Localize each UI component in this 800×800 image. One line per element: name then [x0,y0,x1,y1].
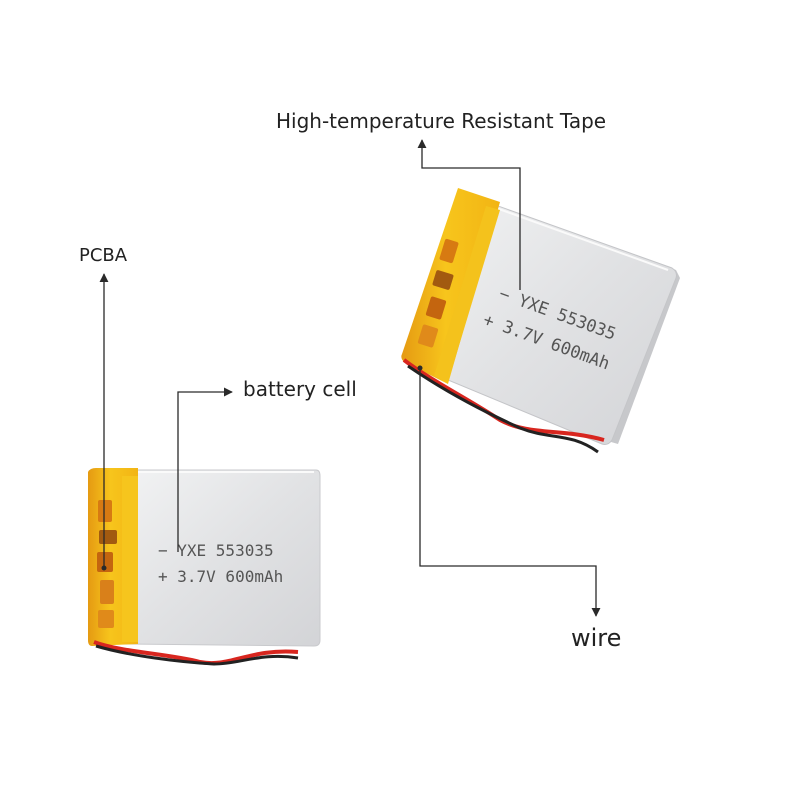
wire-label: wire [571,624,622,652]
battery-small-model: − YXE 553035 [158,541,274,560]
battery-large-pcba [417,238,459,348]
battery-small-body [119,469,321,647]
battery-large: − YXE 553035 + 3.7V 600mAh [401,188,680,454]
battery-cell-label: battery cell [243,377,357,401]
battery-large-wire-black [407,364,599,454]
battery-small: − YXE 553035 + 3.7V 600mAh [88,468,321,666]
tape-label: High-temperature Resistant Tape [276,109,607,133]
leader-wire [419,368,601,617]
leader-cell [177,387,233,552]
battery-large-body [423,195,677,445]
leader-lines [99,139,601,617]
pcba-label: PCBA [79,245,128,266]
leader-tape [417,139,521,290]
battery-small-wire-black [95,644,299,666]
battery-small-spec: + 3.7V 600mAh [158,567,283,586]
